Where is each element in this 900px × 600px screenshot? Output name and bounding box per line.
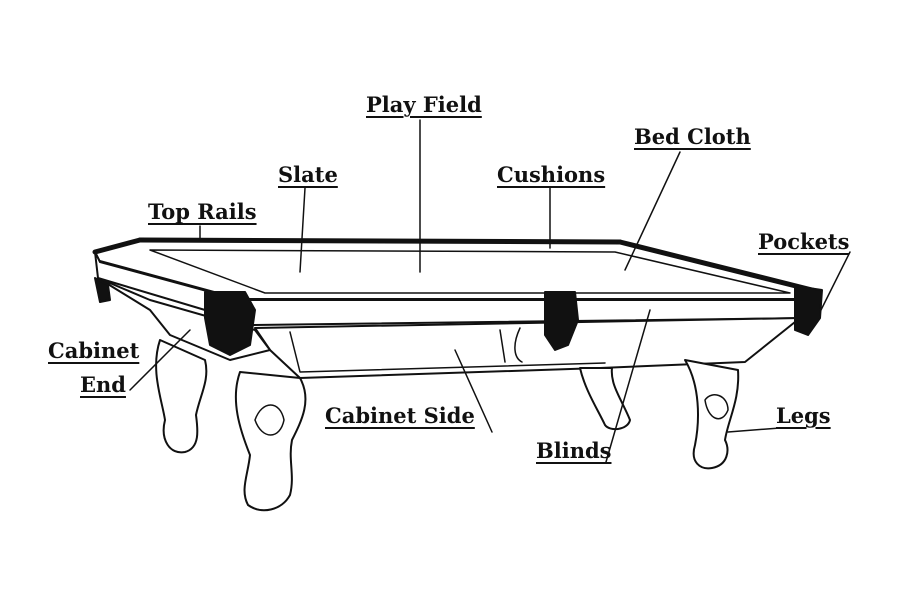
pocket-back-right (795, 286, 822, 335)
pocket-front-left (205, 292, 255, 355)
label-cushions: Cushions (497, 164, 605, 185)
label-slate: Slate (278, 164, 338, 185)
leg-front-right (685, 360, 738, 468)
label-cabinet: Cabinet (48, 340, 139, 361)
play-field-surface (150, 250, 790, 293)
top-rail-back (140, 240, 620, 242)
leg-front-left (236, 372, 306, 510)
leader-pockets (820, 252, 850, 312)
leader-legs (728, 428, 780, 432)
label-legs: Legs (776, 405, 831, 426)
label-blinds: Blinds (536, 440, 611, 461)
label-bed-cloth: Bed Cloth (634, 126, 751, 147)
label-end: End (80, 374, 126, 395)
label-play-field: Play Field (366, 94, 482, 115)
leg-back-right (580, 368, 630, 429)
label-cabinet-side: Cabinet Side (325, 405, 475, 426)
label-pockets: Pockets (758, 231, 849, 252)
label-top-rails: Top Rails (148, 201, 257, 222)
